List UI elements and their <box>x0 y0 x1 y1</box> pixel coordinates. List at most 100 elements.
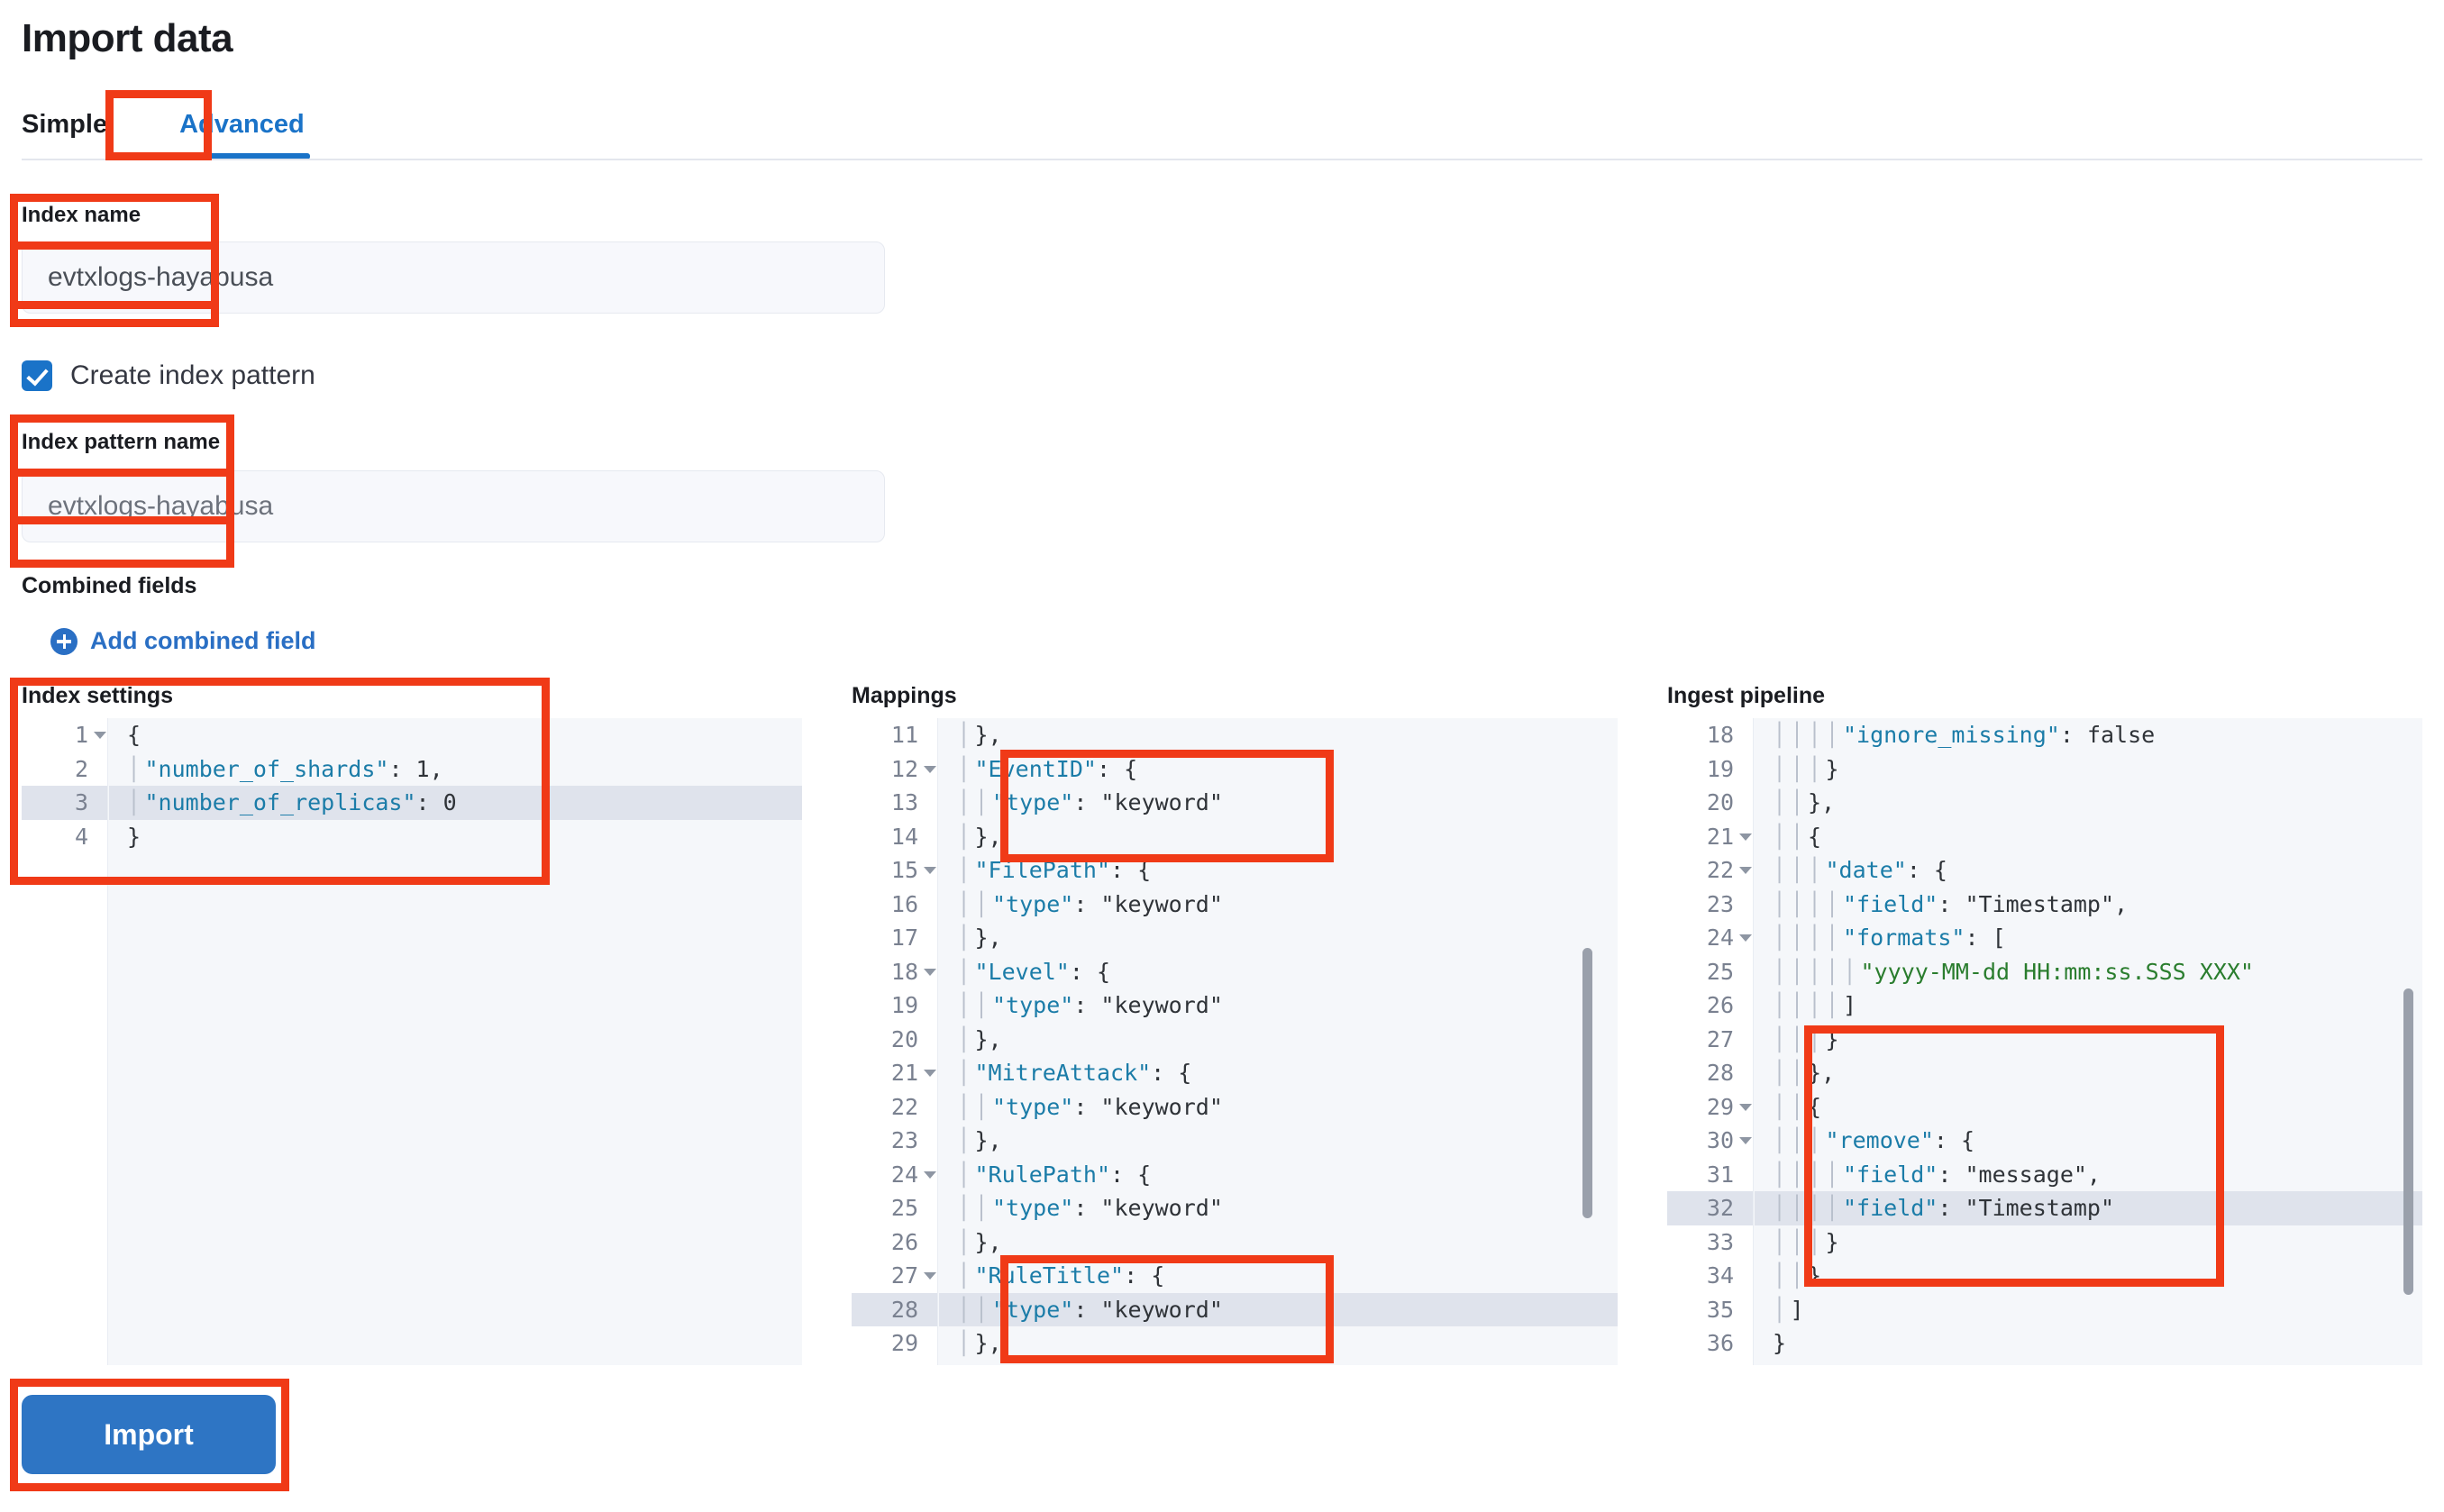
tab-advanced[interactable]: Advanced <box>149 110 335 159</box>
code-text: │"number_of_shards": 1, <box>127 752 443 787</box>
code-text: │] <box>1773 1293 1804 1327</box>
code-line[interactable]: │}, <box>939 1023 1618 1057</box>
fold-chevron-down-icon[interactable] <box>1739 1137 1752 1144</box>
line-number: 34 <box>1706 1262 1734 1289</box>
indent-guide: │ <box>1773 992 1787 1018</box>
gutter-line: 35 <box>1667 1293 1753 1327</box>
code-line[interactable]: ││{ <box>1755 820 2422 854</box>
code-line[interactable]: ││"type": "keyword" <box>939 1191 1618 1225</box>
indent-guide: │ <box>957 958 971 985</box>
code-line[interactable]: ││{ <box>1755 1090 2422 1125</box>
code-line[interactable]: │}, <box>939 1326 1618 1361</box>
code-text: │││││"yyyy-MM-dd HH:mm:ss.SSS XXX" <box>1773 955 2254 989</box>
code-line[interactable]: ││}, <box>1755 786 2422 820</box>
code-line[interactable]: ││││] <box>1755 988 2422 1023</box>
fold-chevron-down-icon[interactable] <box>924 968 936 976</box>
gutter-line: 26 <box>852 1225 937 1260</box>
fold-chevron-down-icon[interactable] <box>1739 833 1752 841</box>
fold-chevron-down-icon[interactable] <box>1739 867 1752 874</box>
indent-guide: │ <box>1790 890 1804 917</box>
fold-chevron-down-icon[interactable] <box>94 732 106 739</box>
line-number: 15 <box>890 857 918 883</box>
code-line[interactable]: │] <box>1755 1293 2422 1327</box>
code-line[interactable]: │}, <box>939 1225 1618 1260</box>
index-pattern-name-input[interactable]: evtxlogs-hayabusa <box>22 470 885 542</box>
line-number: 23 <box>1706 890 1734 917</box>
line-number: 18 <box>1706 722 1734 748</box>
line-number: 21 <box>1706 823 1734 850</box>
code-text: ││││"formats": [ <box>1773 921 2006 955</box>
code-line[interactable]: ││││"ignore_missing": false <box>1755 718 2422 752</box>
code-line[interactable]: │"RuleTitle": { <box>939 1259 1618 1293</box>
code-line[interactable]: { <box>109 718 802 752</box>
ingest-vertical-scrollbar[interactable] <box>2403 988 2413 1295</box>
code-line[interactable]: │││││"yyyy-MM-dd HH:mm:ss.SSS XXX" <box>1755 955 2422 989</box>
code-line[interactable]: ││││"formats": [ <box>1755 921 2422 955</box>
editor-code-area[interactable]: │},│"EventID": {││"type": "keyword"│},│"… <box>939 718 1618 1365</box>
code-line[interactable]: │}, <box>939 820 1618 854</box>
code-line[interactable]: │││} <box>1755 1023 2422 1057</box>
fold-chevron-down-icon[interactable] <box>924 1272 936 1280</box>
fold-chevron-down-icon[interactable] <box>924 765 936 773</box>
line-number: 11 <box>890 722 918 748</box>
create-index-pattern-checkbox[interactable] <box>22 360 52 391</box>
fold-chevron-down-icon[interactable] <box>924 867 936 874</box>
code-line[interactable]: │}, <box>939 718 1618 752</box>
index-name-input[interactable]: evtxlogs-hayabusa <box>22 241 885 314</box>
code-line[interactable]: ││"type": "keyword" <box>939 786 1618 820</box>
indent-guide: │ <box>1825 722 1839 748</box>
code-line[interactable]: │││"remove": { <box>1755 1124 2422 1158</box>
code-line[interactable]: ││││"field": "Timestamp" <box>1755 1191 2422 1225</box>
add-combined-field-link[interactable]: Add combined field <box>50 627 316 655</box>
line-number: 17 <box>890 925 918 951</box>
code-line[interactable]: ││} <box>1755 1259 2422 1293</box>
code-line[interactable]: } <box>109 820 802 854</box>
create-index-pattern-row[interactable]: Create index pattern <box>22 360 315 391</box>
code-line[interactable]: │"FilePath": { <box>939 853 1618 888</box>
indent-guide: │ <box>1825 925 1839 951</box>
mappings-vertical-scrollbar[interactable] <box>1582 948 1592 1218</box>
code-line[interactable]: │││"date": { <box>1755 853 2422 888</box>
indent-guide: │ <box>1790 1228 1804 1255</box>
code-text: ││"type": "keyword" <box>957 1293 1223 1327</box>
code-line[interactable]: │"EventID": { <box>939 752 1618 787</box>
indent-guide: │ <box>957 925 971 951</box>
code-line[interactable]: │"number_of_shards": 1, <box>109 752 802 787</box>
code-line[interactable]: ││}, <box>1755 1056 2422 1090</box>
code-text: } <box>1773 1330 1787 1356</box>
tab-simple[interactable]: Simple <box>22 110 108 139</box>
code-line[interactable]: │}, <box>939 921 1618 955</box>
code-line[interactable]: │││} <box>1755 752 2422 787</box>
code-line[interactable]: │"MitreAttack": { <box>939 1056 1618 1090</box>
editor-code-area[interactable]: ││││"ignore_missing": false│││}││},││{││… <box>1755 718 2422 1365</box>
code-line[interactable]: │"RulePath": { <box>939 1158 1618 1192</box>
code-line[interactable]: ││"type": "keyword" <box>939 988 1618 1023</box>
code-line[interactable]: │"number_of_replicas": 0 <box>109 786 802 820</box>
index-name-label: Index name <box>22 203 141 227</box>
fold-chevron-down-icon[interactable] <box>924 1070 936 1077</box>
line-number: 18 <box>890 958 918 985</box>
code-line[interactable]: ││││"field": "Timestamp", <box>1755 888 2422 922</box>
fold-chevron-down-icon[interactable] <box>924 1170 936 1179</box>
code-line[interactable]: ││"type": "keyword" <box>939 888 1618 922</box>
line-number: 25 <box>890 1195 918 1221</box>
import-button[interactable]: Import <box>22 1395 276 1474</box>
gutter-line: 21 <box>1667 820 1753 854</box>
indent-guide: │ <box>1773 925 1787 951</box>
code-line[interactable]: ││"type": "keyword" <box>939 1292 1618 1327</box>
code-line[interactable]: ││"type": "keyword" <box>939 1090 1618 1125</box>
editor-code-area[interactable]: {│"number_of_shards": 1,│"number_of_repl… <box>109 718 802 1365</box>
code-line[interactable]: │}, <box>939 1124 1618 1158</box>
code-line[interactable]: ││││"field": "message", <box>1755 1158 2422 1192</box>
code-line[interactable]: } <box>1755 1326 2422 1361</box>
code-text: ││"type": "keyword" <box>957 988 1223 1023</box>
code-line[interactable]: │"Level": { <box>939 955 1618 989</box>
code-line[interactable]: │││} <box>1755 1225 2422 1260</box>
fold-chevron-down-icon[interactable] <box>1739 1103 1752 1111</box>
indent-guide: │ <box>974 1195 989 1221</box>
fold-chevron-down-icon[interactable] <box>1739 934 1752 942</box>
